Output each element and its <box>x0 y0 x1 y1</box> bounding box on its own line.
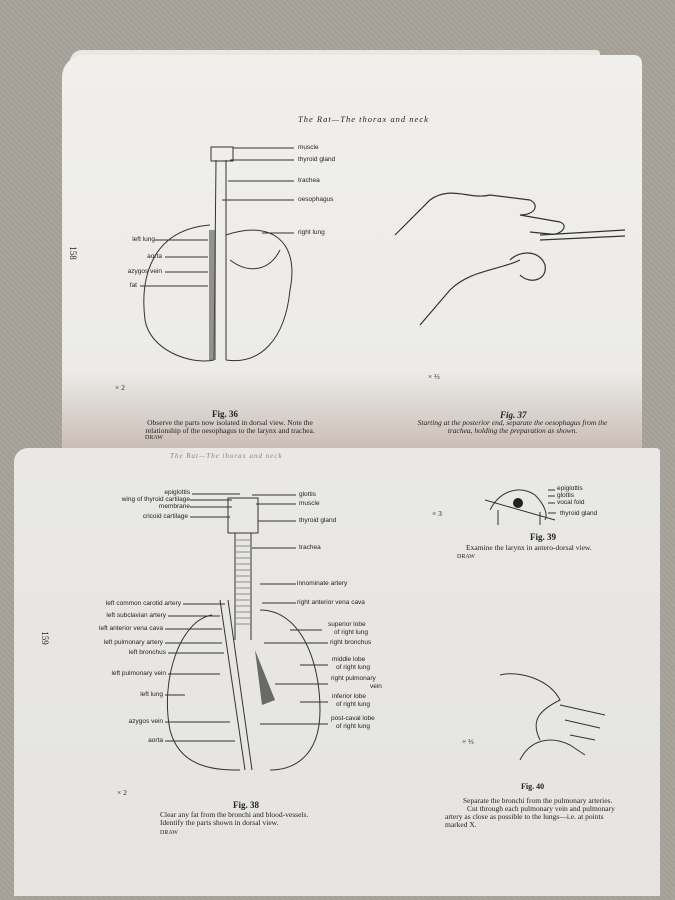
fig39-label: thyroid gland <box>560 510 598 517</box>
fig40-caption-line: Separate the bronchi from the pulmonary … <box>463 796 613 805</box>
fig38-label: cricoid cartilage <box>142 513 188 520</box>
fig38-instruction: DRAW <box>160 830 178 836</box>
fig38-label: epiglottis <box>164 489 190 496</box>
fig38-label: glottis <box>299 491 316 498</box>
fig38-label: innominate artery <box>297 580 348 587</box>
fig39-caption: Examine the larynx in antero-dorsal view… <box>466 543 592 552</box>
fig40-caption-line: Cut through each pulmonary vein and pulm… <box>467 804 615 813</box>
fig36-label: trachea <box>298 177 320 184</box>
fig38-label: right anterior vena cava <box>297 599 365 606</box>
fig37-hand-drawing <box>394 192 626 326</box>
fig39-label: vocal fold <box>557 499 585 506</box>
fig39-label: glottis <box>557 492 574 499</box>
fig38-caption-line: Identify the parts shown in dorsal view. <box>160 818 279 827</box>
fig38-caption-line: Clear any fat from the bronchi and blood… <box>160 810 309 819</box>
fig39-scale: × 3 <box>432 509 442 518</box>
fig40-caption-line: artery as close as possible to the lungs… <box>445 812 604 821</box>
fig39-drawing <box>484 489 556 525</box>
fig38-label: of right lung <box>336 664 370 671</box>
fig38-title: Fig. 38 <box>233 800 259 810</box>
fig38-label: left anterior vena cava <box>99 625 163 632</box>
fig38-label: trachea <box>299 544 321 551</box>
fig36-instruction: DRAW <box>145 435 163 441</box>
fig39-label: epiglottis <box>557 485 583 492</box>
fig37-title: Fig. 37 <box>500 410 527 420</box>
fat-hatching <box>209 230 216 360</box>
page-158 <box>62 55 642 450</box>
fig36-title: Fig. 36 <box>212 409 238 419</box>
fig38-label: post-caval lobe <box>331 715 375 722</box>
fig38-label: left common carotid artery <box>105 600 181 607</box>
fig38-label: of right lung <box>336 723 370 730</box>
fig38-label: superior lobe <box>328 621 366 628</box>
fig38-label: left lung <box>140 691 163 698</box>
fig38-label: left pulmonary vein <box>111 670 166 677</box>
fig38-scale: × 2 <box>117 788 127 797</box>
page-159 <box>14 448 660 896</box>
fig38-label: vein <box>370 683 382 690</box>
fig39-instruction: DRAW <box>457 554 475 560</box>
fig37-caption: Starting at the posterior end, separate … <box>417 418 608 435</box>
fig39-title: Fig. 39 <box>530 532 556 542</box>
fig38-label: azygos vein <box>128 718 163 725</box>
fig38-label: membrane <box>158 503 190 510</box>
fig36-label: left lung <box>132 236 155 243</box>
fig37-scale: × ⅔ <box>428 372 440 381</box>
fig38-label: left subclavian artery <box>106 612 166 619</box>
glottis-mark <box>513 498 523 508</box>
fig40-scale: × ⅔ <box>462 737 474 746</box>
bronchus-shading <box>255 650 275 705</box>
fig36-label: thyroid gland <box>298 156 336 163</box>
fig38-label: middle lobe <box>332 656 366 663</box>
fig38-label: wing of thyroid cartilage <box>121 496 190 503</box>
fig36-caption: Observe the parts now isolated in dorsal… <box>145 418 315 435</box>
fig36-label: fat <box>129 282 137 289</box>
fig38-label: right pulmonary <box>331 675 376 682</box>
fig36-label: azygos vein <box>127 268 162 275</box>
fig38-label: left bronchus <box>128 649 166 656</box>
fig36-scale: × 2 <box>115 383 125 392</box>
fig36-label: aorta <box>147 253 162 260</box>
fig40-caption-line: marked X. <box>445 820 477 829</box>
fig40-drawing <box>499 673 606 761</box>
fig40-title: Fig. 40 <box>521 782 545 791</box>
fig38-drawing <box>165 493 328 771</box>
fig38-label: of right lung <box>334 629 368 636</box>
page-number: 159 <box>39 631 50 645</box>
running-header: The Rat—The thorax and neck <box>170 452 283 460</box>
fig38-label: muscle <box>299 500 320 507</box>
fig36-label: oesophagus <box>298 196 334 203</box>
fig36-label: muscle <box>298 144 319 151</box>
fig38-label: right bronchus <box>330 639 372 646</box>
fig38-label: left pulmonary artery <box>103 639 163 646</box>
fig38-label: aorta <box>148 737 163 744</box>
fig38-label: inferior lobe <box>332 693 366 700</box>
trachea-rings <box>236 539 250 625</box>
fig38-label: thyroid gland <box>299 517 337 524</box>
fig36-label: right lung <box>298 229 325 236</box>
fig38-label: of right lung <box>336 701 370 708</box>
running-header: The Rat—The thorax and neck <box>298 114 429 124</box>
